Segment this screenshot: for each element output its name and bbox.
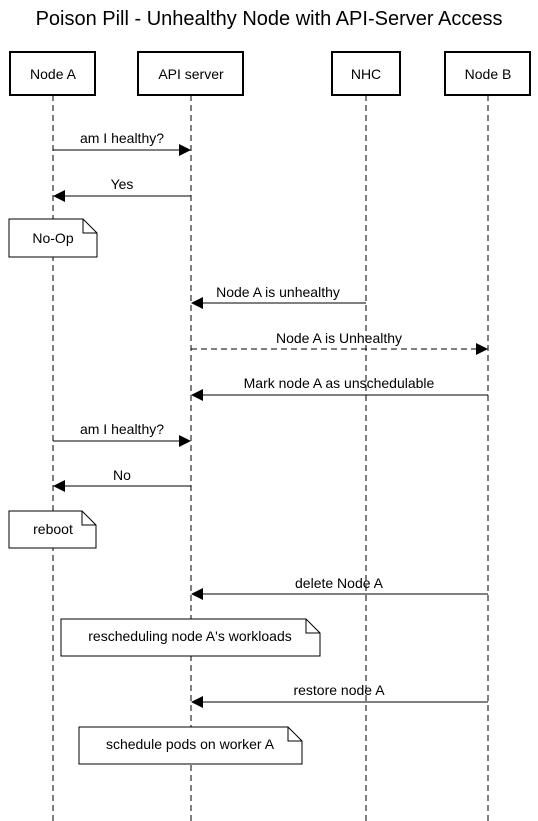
actor-nhc: NHC (331, 51, 401, 96)
message-label: delete Node A (295, 575, 384, 591)
message-label: Mark node A as unschedulable (244, 375, 435, 391)
note-label: rescheduling node A's workloads (88, 628, 291, 644)
message-am-i-healthy-1: am I healthy? (53, 130, 191, 156)
message-label: restore node A (293, 682, 385, 698)
actor-label: API server (158, 66, 224, 82)
note-label: reboot (33, 521, 73, 537)
note-label: No-Op (32, 230, 73, 246)
message-no: No (53, 467, 191, 492)
message-am-i-healthy-2: am I healthy? (53, 421, 191, 447)
note-reboot: reboot (8, 510, 97, 549)
message-node-a-is-unhealthy: Node A is unhealthy (191, 284, 366, 309)
note-no-op: No-Op (8, 218, 98, 258)
diagram-title: Poison Pill - Unhealthy Node with API-Se… (36, 8, 503, 30)
message-node-a-is-unhealthy-broadcast: Node A is Unhealthy (191, 330, 488, 355)
message-label: Yes (111, 176, 134, 192)
lifelines (52, 95, 489, 821)
actor-label: Node B (465, 66, 512, 82)
actor-node-a: Node A (9, 51, 96, 96)
message-yes: Yes (53, 176, 191, 202)
message-label: Node A is Unhealthy (276, 330, 402, 346)
actor-label: NHC (351, 66, 381, 82)
message-label: No (113, 467, 131, 483)
actor-node-b: Node B (444, 51, 531, 96)
note-rescheduling-workloads: rescheduling node A's workloads (60, 618, 321, 657)
actor-api-server: API server (137, 51, 244, 96)
note-label: schedule pods on worker A (106, 736, 275, 752)
note-schedule-pods: schedule pods on worker A (78, 726, 303, 765)
message-label: Node A is unhealthy (216, 284, 340, 300)
message-label: am I healthy? (80, 421, 164, 437)
message-label: am I healthy? (80, 130, 164, 146)
message-restore-node-a: restore node A (191, 682, 488, 708)
message-delete-node-a: delete Node A (191, 575, 488, 600)
message-mark-unschedulable: Mark node A as unschedulable (191, 375, 488, 401)
actor-label: Node A (30, 66, 77, 82)
